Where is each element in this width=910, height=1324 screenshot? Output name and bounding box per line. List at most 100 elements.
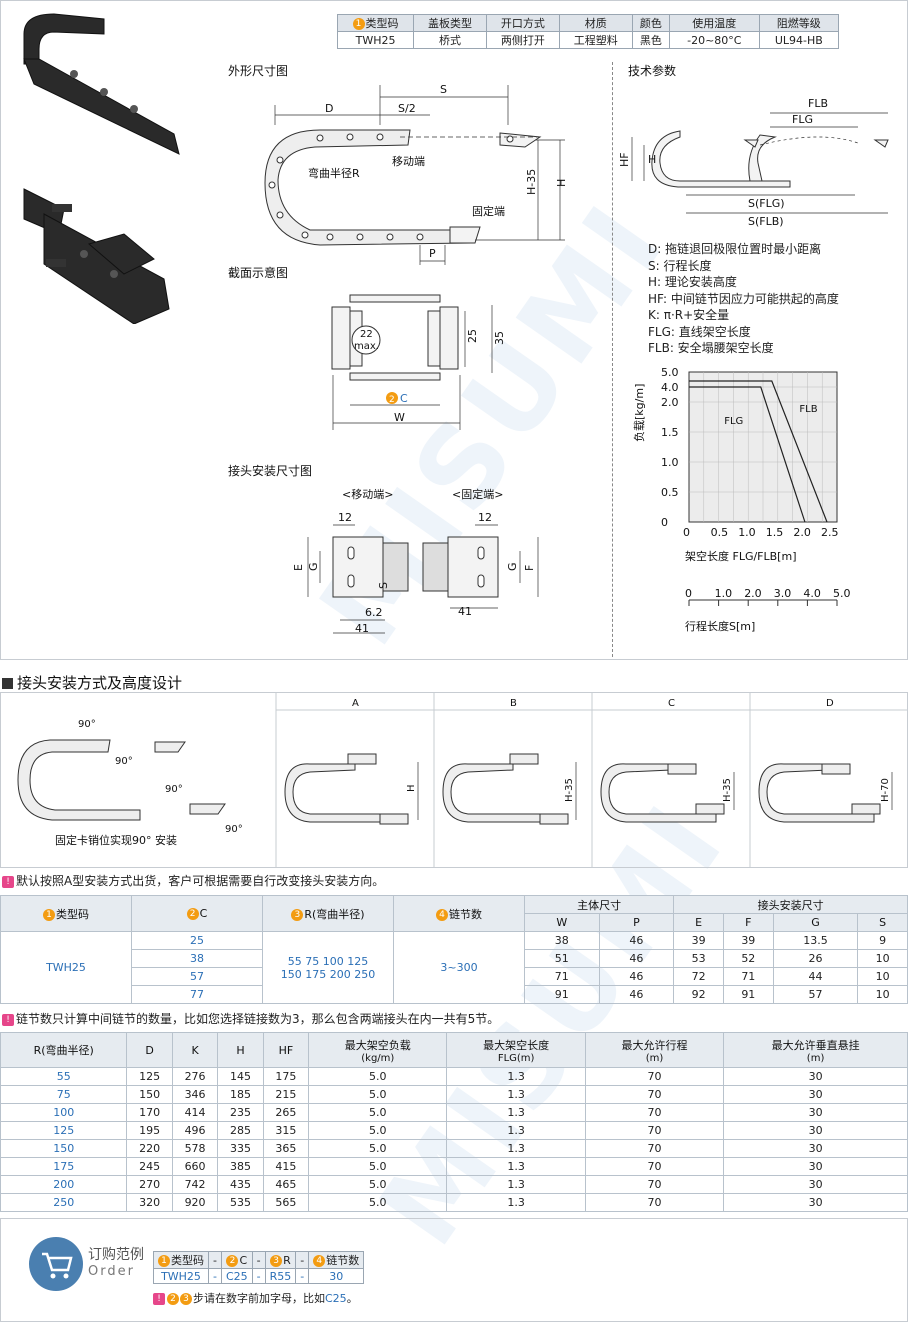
table-cell: 5.0 <box>308 1139 448 1158</box>
y-tick-label: 0.5 <box>661 486 679 499</box>
table-cell: 125 <box>0 1121 128 1140</box>
moving-label: 移动端 <box>392 155 425 168</box>
table-cell: 1.3 <box>446 1139 586 1158</box>
table-cell: 100 <box>0 1103 128 1122</box>
dimension-drawings: 外形尺寸图 D S/2 S 弯曲半径R 移动端 固定端 H-35 H P 截面示… <box>228 64 568 635</box>
table-cell: 75 <box>0 1085 128 1104</box>
c-cell: 25 <box>131 931 263 950</box>
dim-FLG: FLG <box>792 113 813 126</box>
c-cell: 57 <box>131 967 263 986</box>
dim-H: H <box>555 179 568 187</box>
table-cell: 30 <box>723 1157 908 1176</box>
th-perf: D <box>126 1032 173 1068</box>
table-cell: 742 <box>171 1175 219 1194</box>
install-types-panel <box>0 692 908 868</box>
max-value: 22 <box>360 329 373 340</box>
dim-41b: 41 <box>458 605 472 618</box>
th-perf: H <box>217 1032 264 1068</box>
x-tick-label: 0.5 <box>711 526 729 539</box>
dim-HF: HF <box>620 152 631 167</box>
table-cell: 920 <box>171 1193 219 1212</box>
deg-label: 90° <box>78 719 96 730</box>
table-cell: 415 <box>262 1157 310 1176</box>
th-sub: P <box>598 913 675 932</box>
th-perf: 最大允许行程(m) <box>584 1032 725 1068</box>
table-cell: 578 <box>171 1139 219 1158</box>
table-cell: 1.3 <box>446 1067 586 1086</box>
order-subtitle: Order <box>88 1264 135 1279</box>
table-cell: 1.3 <box>446 1103 586 1122</box>
table-cell: 1.3 <box>446 1175 586 1194</box>
links-cell: 3~300 <box>393 931 525 1004</box>
dim-12a: 12 <box>338 511 352 524</box>
series-label: FLB <box>799 404 817 415</box>
bend-label: 弯曲半径R <box>308 166 360 180</box>
th-perf: 最大架空负载(kg/m) <box>308 1032 448 1068</box>
th-main: 主体尺寸 <box>523 895 675 914</box>
dim-S: S <box>440 83 447 96</box>
th-perf: R(弯曲半径) <box>0 1032 128 1068</box>
table-cell: 465 <box>262 1175 310 1194</box>
height-A: H <box>406 784 417 792</box>
th-conn: 接头安装尺寸 <box>673 895 908 914</box>
max-label: max. <box>354 341 379 352</box>
install-drawings: A B C D 90° 90° 90° 90° 固定卡销位实现90° 安装 H … <box>17 692 908 868</box>
table-cell: 5.0 <box>308 1067 448 1086</box>
order-example <box>0 1218 908 1322</box>
y-tick-label: 2.0 <box>661 396 679 409</box>
table-cell: 365 <box>262 1139 310 1158</box>
dim-FLB: FLB <box>808 97 828 110</box>
table-cell: 335 <box>217 1139 264 1158</box>
divider <box>612 62 613 657</box>
spec-value: 工程塑料 <box>558 31 633 49</box>
x2-tick-label: 5.0 <box>833 587 851 600</box>
spec-header: 阻燃等级 <box>758 14 840 32</box>
deg-label: 90° <box>115 756 133 767</box>
table-cell: 30 <box>723 1103 908 1122</box>
table-cell: 30 <box>723 1085 908 1104</box>
def-item: HF: 中间链节因应力可能拱起的高度 <box>648 291 839 306</box>
fixed-end-label: <固定端> <box>452 487 503 501</box>
series-line-FLG <box>689 386 806 523</box>
x-tick-label: 1.0 <box>738 526 756 539</box>
table-cell: 150 <box>126 1085 173 1104</box>
table-cell: 30 <box>723 1121 908 1140</box>
number-badge: 1 <box>352 18 365 30</box>
spec-header: 材质 <box>558 14 633 32</box>
spec-value: 黑色 <box>631 31 670 49</box>
table-cell: 276 <box>171 1067 219 1086</box>
top-panel <box>0 0 908 660</box>
dim-S2: S/2 <box>398 102 416 115</box>
table-cell: 150 <box>0 1139 128 1158</box>
table-cell: 235 <box>217 1103 264 1122</box>
def-item: FLG: 直线架空长度 <box>648 324 751 339</box>
spec-header: 颜色 <box>631 14 670 32</box>
spec-value: -20~80°C <box>668 31 760 49</box>
chart-xlabel: 架空长度 FLG/FLB[m] <box>685 549 796 563</box>
table-cell: 30 <box>723 1175 908 1194</box>
dim-P: P <box>429 247 436 260</box>
load-chart: 负载[kg/m] 架空长度 FLG/FLB[m] 行程长度S[m] FLGFLB… <box>632 366 851 633</box>
note-2: !链节数只计算中间链节的数量，比如您选择链接数为3，那么包含两端接头在内一共有5… <box>2 1010 499 1027</box>
table-cell: 270 <box>126 1175 173 1194</box>
table-cell: 195 <box>126 1121 173 1140</box>
y-tick-label: 5.0 <box>661 366 679 379</box>
def-item: FLB: 安全塌腰架空长度 <box>648 341 774 355</box>
table-cell: 414 <box>171 1103 219 1122</box>
table-cell: 70 <box>584 1067 725 1086</box>
fixed-label: 固定端 <box>472 204 505 218</box>
table-cell: 185 <box>217 1085 264 1104</box>
table-cell: 70 <box>584 1175 725 1194</box>
y-tick-label: 4.0 <box>661 381 679 394</box>
spec-value: 两侧打开 <box>485 31 560 49</box>
y-tick-label: 1.0 <box>661 456 679 469</box>
